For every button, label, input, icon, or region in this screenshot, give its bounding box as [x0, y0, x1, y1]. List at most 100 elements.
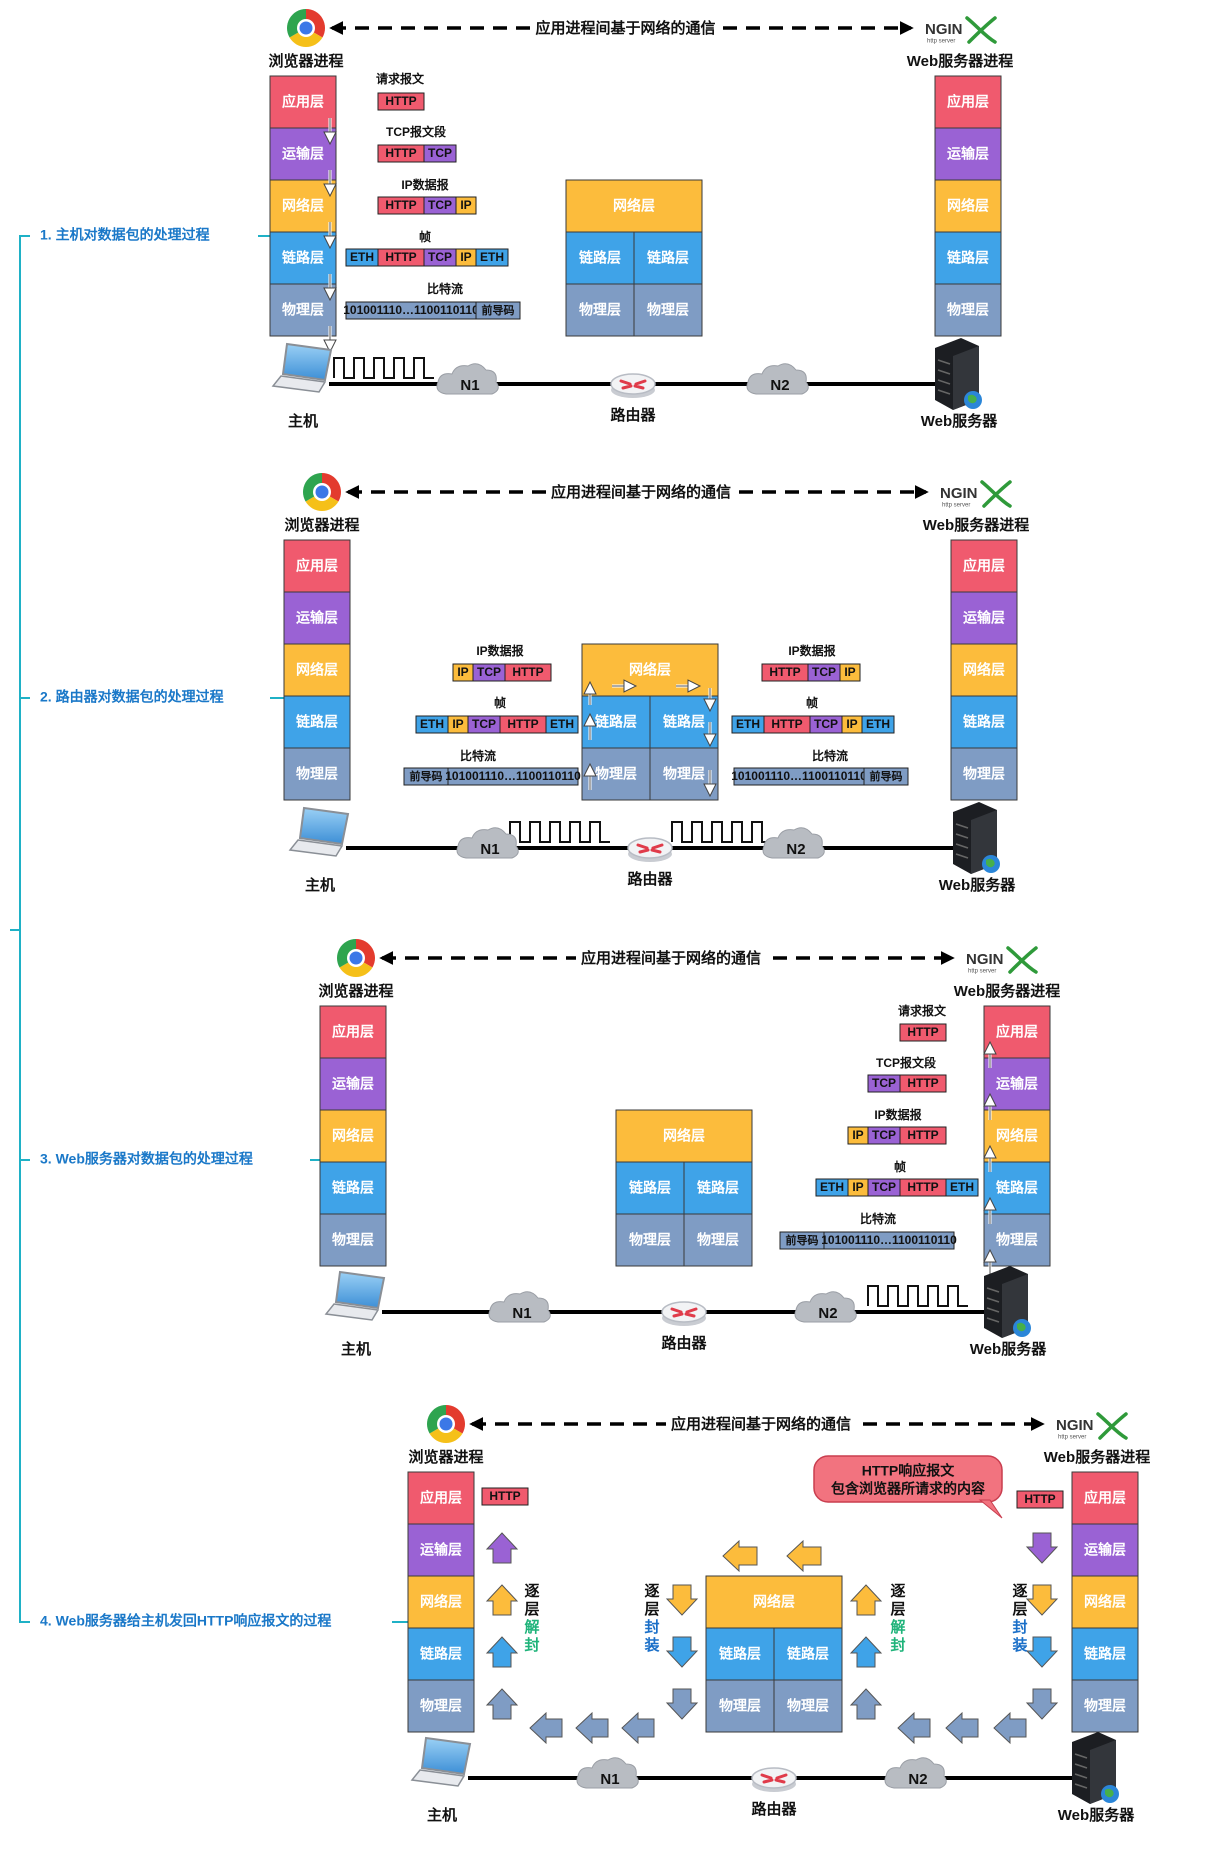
- side-text-gradual: 逐: [524, 1583, 539, 1600]
- flow-arrowhead: [983, 1144, 997, 1159]
- server-slot: [955, 823, 969, 829]
- pdu-tcp-label: TCP: [477, 665, 501, 679]
- flow-left-arrow: [945, 1711, 979, 1745]
- pdu-eth-label: ETH: [950, 1180, 974, 1194]
- laptop-screen: [334, 1270, 386, 1310]
- router-physical-layer: [773, 1679, 843, 1733]
- preamble-box: [863, 767, 909, 786]
- layer-4: [950, 747, 1018, 801]
- layer-label: 网络层: [296, 662, 338, 678]
- pdu-ip-label: IP: [852, 1180, 863, 1194]
- cloud-shape: [488, 1291, 551, 1323]
- seg-label: TCP报文段: [386, 124, 447, 139]
- cloud-icon: N2: [746, 363, 809, 395]
- layer-1: [983, 1057, 1051, 1111]
- chrome-icon: [303, 473, 341, 511]
- nginx-x: [965, 16, 997, 44]
- frame-label: 帧: [419, 229, 431, 244]
- layer-label: 链路层: [663, 714, 705, 730]
- layer-label: 链路层: [595, 714, 637, 730]
- decap-arrow-link: [849, 1636, 883, 1668]
- host-label: 主机: [341, 1340, 371, 1358]
- flow-arrowhead: [687, 679, 702, 693]
- pdu-eth: [475, 248, 509, 267]
- nginx-sub: http server: [968, 969, 996, 975]
- layer-3: [269, 231, 337, 285]
- router-network-layer: [565, 179, 703, 233]
- flow-arrowhead: [323, 235, 337, 250]
- layer-label: 应用层: [296, 558, 338, 574]
- server-slot: [955, 833, 969, 839]
- layer-label: 物理层: [697, 1232, 739, 1248]
- cloud-icon: N1: [456, 827, 519, 859]
- layer-2: [269, 179, 337, 233]
- nginx-sub: http server: [1058, 1435, 1086, 1441]
- laptop-screen: [420, 1736, 472, 1776]
- comm-label-bg: [530, 18, 721, 38]
- layer-4: [407, 1679, 475, 1733]
- server-slot: [937, 389, 951, 395]
- layer-label: 物理层: [332, 1232, 374, 1248]
- router-top: [627, 837, 673, 859]
- layer-1: [407, 1523, 475, 1577]
- side-text-decap: 封: [524, 1636, 539, 1654]
- bitstream-label: 101001110…1100110110: [445, 769, 581, 783]
- preamble-label: 前导码: [786, 1233, 819, 1247]
- chrome-center: [439, 1417, 453, 1431]
- flow-arrowhead: [323, 131, 337, 146]
- host-label: 主机: [427, 1806, 457, 1824]
- side-text-encap: 封: [1012, 1618, 1027, 1636]
- web-process-label: Web服务器进程: [907, 52, 1013, 70]
- signal-waveform: [509, 821, 610, 843]
- pdu-http-label: HTTP: [385, 94, 416, 108]
- bitstream-label: 101001110…1100110110: [731, 769, 867, 783]
- router-physical-layer: [649, 747, 719, 801]
- pdu-ip: [839, 663, 861, 682]
- pdu-http-label: HTTP: [769, 665, 800, 679]
- nginx-text: NGIN: [966, 951, 1004, 968]
- layer-4: [269, 283, 337, 337]
- side-text-gradual: 逐: [644, 1583, 659, 1600]
- browser-process-label: 浏览器进程: [408, 1448, 483, 1466]
- layer-label: 应用层: [947, 94, 989, 110]
- router-icon: [610, 373, 656, 398]
- layer-2: [983, 1109, 1051, 1163]
- bitstream-label: 101001110…1100110110: [343, 303, 479, 317]
- layer-label: 链路层: [629, 1180, 671, 1196]
- router-top: [610, 373, 656, 395]
- host-label: 主机: [305, 876, 335, 894]
- server-slot: [986, 1307, 1000, 1313]
- side-text-gradual: 层: [1012, 1601, 1027, 1618]
- layer-1: [1071, 1523, 1139, 1577]
- flow-arrowhead: [703, 783, 717, 798]
- layer-label: 物理层: [282, 302, 324, 318]
- cloud-shape: [456, 827, 519, 859]
- chrome-icon: [427, 1405, 465, 1444]
- cloud-shape: [884, 1757, 947, 1789]
- pdu-http-label: HTTP: [907, 1180, 938, 1194]
- comm-label-bg: [546, 482, 736, 502]
- server-icon: [984, 1266, 1031, 1338]
- layer-label: 运输层: [947, 146, 989, 162]
- layer-4: [283, 747, 351, 801]
- layer-4: [983, 1213, 1051, 1267]
- frame-label: 帧: [894, 1159, 906, 1174]
- chrome-center: [349, 951, 363, 965]
- server-slot: [1074, 1783, 1088, 1789]
- cloud-icon: N2: [762, 827, 825, 859]
- pdu-ip-label: IP: [846, 717, 857, 731]
- pdu-1-http: HTTP: [377, 92, 425, 111]
- server-slot: [955, 853, 969, 859]
- frame-label: 帧: [494, 695, 506, 710]
- layer-label: 链路层: [697, 1180, 739, 1196]
- flow-left-arrow: [786, 1539, 822, 1573]
- server-icon: [935, 338, 982, 410]
- pdu-tcp-label: TCP: [872, 1076, 896, 1090]
- cloud-label: N2: [770, 377, 789, 394]
- layer-label: 物理层: [996, 1232, 1038, 1248]
- cloud-icon: N1: [436, 363, 499, 395]
